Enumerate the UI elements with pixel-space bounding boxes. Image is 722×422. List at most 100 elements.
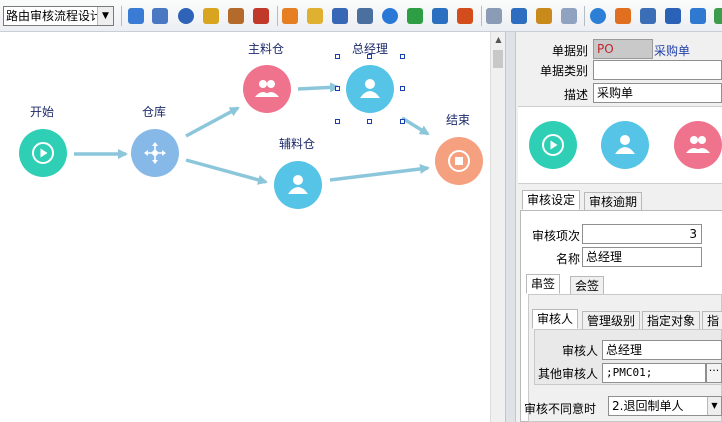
edge-warehouse-main [185,106,240,138]
approver-field[interactable]: 总经理 [602,340,722,360]
node-label-general-manager: 总经理 [352,42,389,56]
lock-icon[interactable] [203,8,219,24]
doc-category-field[interactable] [593,60,722,80]
dollar-icon[interactable] [407,8,423,24]
other-approver-field[interactable]: ;PMC01; [602,363,706,383]
toolbar-separator [584,6,585,26]
scrollbar-thumb[interactable] [493,50,503,68]
route-icon [144,142,166,164]
toolbar-separator [481,6,482,26]
other-approver-label: 其他审核人 [537,367,598,381]
approver-label: 审核人 [561,344,598,358]
play-icon [32,142,54,164]
briefcase-icon[interactable] [228,8,244,24]
node-palette [518,106,722,184]
tab-management-level[interactable]: 管理级别 [582,311,641,331]
tab-audit-overdue[interactable]: 审核逾期 [584,192,643,212]
tab-more[interactable]: 指 [702,311,722,331]
selection-handle[interactable] [335,54,340,59]
node-label-main-warehouse: 主料仓 [248,42,285,56]
flow-node-general-manager[interactable] [346,65,394,113]
flow-connectors [74,82,430,185]
description-field[interactable]: 采购单 [593,83,722,103]
phone-icon[interactable] [178,8,194,24]
reject-select-value: 2.退回制单人 [612,399,684,413]
help-icon[interactable] [382,8,398,24]
selection-handle[interactable] [400,86,405,91]
tree-icon[interactable] [665,8,681,24]
palette-user-node[interactable] [601,121,649,169]
flow-node-warehouse[interactable] [131,129,179,177]
selection-handle[interactable] [335,119,340,124]
edge-warehouse-aux [185,158,268,185]
flow-node-aux-warehouse[interactable] [274,161,322,209]
properties-panel: 单据别 PO 采购单 单据类别 描述 采购单 [516,32,722,422]
selection-handle[interactable] [400,54,405,59]
users-icon[interactable] [282,8,298,24]
flow-canvas[interactable]: 开始 仓库 主料仓 总经理 [0,32,490,422]
search-doc-icon[interactable] [640,8,656,24]
mail-icon[interactable] [307,8,323,24]
node-label-aux-warehouse: 辅料仓 [279,137,316,151]
group-icon [686,136,710,153]
user-icon [615,135,635,154]
calculator-icon[interactable] [511,8,527,24]
tab-joint-sign[interactable]: 会签 [570,276,605,296]
copy-icon[interactable] [486,8,502,24]
hat-icon[interactable] [253,8,269,24]
toolbar: 路由审核流程设计 ▼ [0,0,722,32]
toolbar-separator [121,6,122,26]
monitor-icon[interactable] [690,8,706,24]
user-icon [360,79,380,98]
flow-node-start[interactable] [19,129,67,177]
panel-splitter[interactable] [505,32,516,422]
reject-select[interactable]: 2.退回制单人 ▼ [608,396,722,416]
tab-audit-settings[interactable]: 审核设定 [522,190,581,210]
drawer-icon[interactable] [536,8,552,24]
cut-icon[interactable] [152,8,168,24]
tab-target-object[interactable]: 指定对象 [642,311,701,331]
selection-handle[interactable] [367,54,372,59]
selection-handle[interactable] [335,86,340,91]
reject-label: 审核不同意时 [524,402,597,416]
tab-approver[interactable]: 审核人 [532,309,579,329]
cart-icon[interactable] [432,8,448,24]
name-field[interactable]: 总经理 [582,247,702,267]
edge-main-gm [297,82,340,93]
doc-type-name: 采购单 [654,44,691,58]
audit-seq-label: 审核项次 [531,229,580,243]
name-label: 名称 [555,252,580,266]
audit-seq-field[interactable]: 3 [582,224,702,244]
flow-select[interactable]: 路由审核流程设计 ▼ [3,6,114,26]
palette-start-node[interactable] [529,121,577,169]
documents-icon[interactable] [561,8,577,24]
user-icon [288,175,308,194]
node-label-warehouse: 仓库 [142,105,167,119]
doc-category-label: 单据类别 [539,64,588,78]
palette-group-node[interactable] [674,121,722,169]
node-label-start: 开始 [30,105,55,119]
scroll-up-icon[interactable]: ▲ [495,35,502,44]
flow-node-end[interactable] [435,137,483,185]
chevron-down-icon[interactable]: ▼ [97,7,113,25]
check-icon[interactable] [590,8,606,24]
key-icon[interactable] [357,8,373,24]
group-icon [255,80,279,97]
bell-icon[interactable] [615,8,631,24]
more-icon[interactable]: ··· [706,363,722,383]
chevron-down-icon[interactable]: ▼ [707,397,721,415]
book-icon[interactable] [332,8,348,24]
money-icon[interactable] [457,8,473,24]
globe-icon[interactable] [714,8,722,24]
selection-handle[interactable] [367,119,372,124]
selection-handle[interactable] [400,119,405,124]
doc-type-code-field[interactable]: PO [593,39,653,59]
doc-type-label: 单据别 [551,44,588,58]
canvas-scrollbar[interactable]: ▲ [490,32,505,422]
node-icon[interactable] [128,8,144,24]
stop-icon [448,150,470,172]
node-label-end: 结束 [446,113,471,127]
tab-serial-sign[interactable]: 串签 [526,274,561,294]
flow-node-main-warehouse[interactable] [243,65,291,113]
